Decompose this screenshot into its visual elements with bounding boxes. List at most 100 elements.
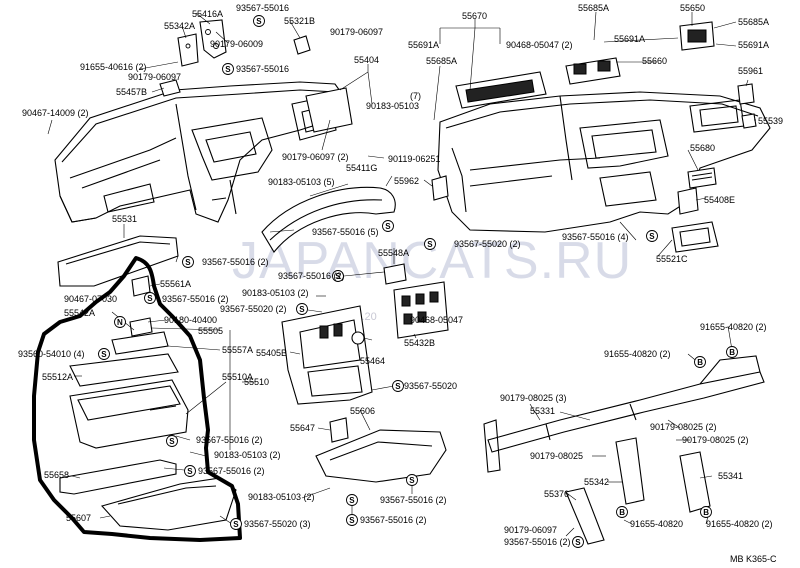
- label-90183-05103-2a: 90183-05103 (2): [242, 288, 309, 298]
- label-93567-55016-2e: 93567-55016 (2): [198, 466, 265, 476]
- label-55691A-m: 55691A: [614, 34, 645, 44]
- label-93567-55016-2f: 93567-55016 (2): [380, 495, 447, 505]
- label-55607: 55607: [66, 513, 91, 523]
- svg-text:B: B: [697, 358, 703, 367]
- svg-text:S: S: [575, 538, 581, 547]
- label-55557A: 55557A: [222, 345, 253, 355]
- part-clip-55321B: [293, 35, 311, 55]
- label-55510A: 55510A: [222, 372, 253, 382]
- label-55505: 55505: [198, 326, 223, 336]
- svg-text:S: S: [427, 240, 433, 249]
- screw-symbol: S: [646, 230, 658, 242]
- svg-text:S: S: [256, 17, 262, 26]
- part-register-55670: [455, 71, 547, 109]
- label-91655-40820-2c: 91655-40820 (2): [706, 519, 773, 529]
- leader-lines: [47, 11, 756, 537]
- svg-text:S: S: [101, 350, 107, 359]
- part-latch-55505: [129, 317, 153, 337]
- label-55342A: 55342A: [164, 21, 195, 31]
- screw-symbol: S: [166, 435, 178, 447]
- label-55606: 55606: [350, 406, 375, 416]
- part-knob-55464: [351, 331, 365, 345]
- part-switch-panel-55432B: [393, 281, 449, 339]
- label-55408E: 55408E: [704, 195, 735, 205]
- screw-symbol: S: [98, 348, 110, 360]
- label-91655-40820-2b: 91655-40820 (2): [604, 349, 671, 359]
- bolt-symbol: B: [694, 356, 706, 368]
- part-reinforcement-55331: [483, 355, 765, 473]
- part-glovebox-55510A: [69, 379, 189, 449]
- screw-symbol: S: [572, 536, 584, 548]
- part-under-cover-55607: [100, 477, 237, 531]
- label-93567-55016-2a: 93567-55016 (2): [202, 257, 269, 267]
- part-brace-55341: [679, 451, 711, 513]
- screw-symbol: S: [253, 15, 265, 27]
- svg-text:S: S: [147, 294, 153, 303]
- svg-text:S: S: [335, 272, 341, 281]
- part-center-cluster-55405B: [281, 305, 373, 405]
- part-vent-55680: [687, 167, 717, 189]
- part-bracket-55342A: [177, 33, 199, 67]
- label-90468-05047-t: 90468-05047 (2): [506, 40, 573, 50]
- label-55542A: 55542A: [64, 308, 95, 318]
- label-90179-06097-top: 90179-06097: [330, 27, 383, 37]
- label-55548A: 55548A: [378, 248, 409, 258]
- part-hinge-55561A: [131, 275, 151, 297]
- instrument-panel-right: [437, 91, 771, 233]
- svg-text:S: S: [409, 476, 415, 485]
- label-90179-06009: 90179-06009: [210, 39, 263, 49]
- label-55342: 55342: [584, 477, 609, 487]
- part-bracket-55658: [59, 459, 177, 495]
- label-93567-55020: 93567-55020: [404, 381, 457, 391]
- bolt-symbol: B: [616, 506, 628, 518]
- screw-symbol: S: [144, 292, 156, 304]
- label-90180-40400: 90180-40400: [164, 315, 217, 325]
- screw-symbol: S: [332, 270, 344, 282]
- label-91655-40616: 91655-40616 (2): [80, 62, 147, 72]
- label-55691A-r: 55691A: [738, 40, 769, 50]
- label-91655-40820-2a: 91655-40820 (2): [700, 322, 767, 332]
- screw-symbol: S: [296, 303, 308, 315]
- glovebox-group-boundary: [32, 256, 242, 542]
- part-box-55521C: [671, 221, 719, 253]
- screw-symbol: S: [346, 494, 358, 506]
- part-bracket-55408E: [677, 187, 699, 215]
- part-55404: [305, 87, 353, 133]
- label-93567-55016-l: 93567-55016: [236, 64, 289, 74]
- label-90183-05103-5: 90183-05103 (5): [268, 177, 335, 187]
- svg-text:S: S: [185, 258, 191, 267]
- label-93567-55020-2a: 93567-55020 (2): [454, 239, 521, 249]
- part-labels: 55416A 55342A 93567-55016 55321B 90179-0…: [18, 3, 783, 547]
- part-lower-cover-55531: [57, 235, 179, 287]
- label-55561A: 55561A: [160, 279, 191, 289]
- label-93567-55016-2h: 93567-55016 (2): [504, 537, 571, 547]
- screw-symbol: S: [222, 63, 234, 75]
- label-55539: 55539: [758, 116, 783, 126]
- label-93567-55016-2c: 93567-55016 (2): [162, 294, 229, 304]
- svg-text:S: S: [649, 232, 655, 241]
- label-91655-40820: 91655-40820: [630, 519, 683, 529]
- svg-text:S: S: [385, 222, 391, 231]
- label-55658: 55658: [44, 470, 69, 480]
- label-90183-05103-2b: 90183-05103 (2): [214, 450, 281, 460]
- screw-symbol: S: [184, 465, 196, 477]
- label-55660: 55660: [642, 56, 667, 66]
- svg-text:N: N: [117, 318, 123, 327]
- part-clip-55539: [741, 113, 757, 129]
- label-55331: 55331: [530, 406, 555, 416]
- part-55647: [329, 417, 349, 443]
- part-vent-55962: [431, 175, 449, 201]
- label-55512A: 55512A: [42, 372, 73, 382]
- label-55647: 55647: [290, 423, 315, 433]
- part-switch-55548A: [383, 263, 407, 285]
- label-55376: 55376: [544, 489, 569, 499]
- footer-code: MB K365-C: [730, 554, 777, 564]
- label-90467-07030: 90467-07030: [64, 294, 117, 304]
- label-90179-06097-l: 90179-06097: [128, 72, 181, 82]
- svg-text:S: S: [349, 496, 355, 505]
- screw-symbol: S: [382, 220, 394, 232]
- part-register-55650: [679, 21, 715, 51]
- svg-text:B: B: [703, 508, 709, 517]
- label-55691A-l: 55691A: [408, 40, 439, 50]
